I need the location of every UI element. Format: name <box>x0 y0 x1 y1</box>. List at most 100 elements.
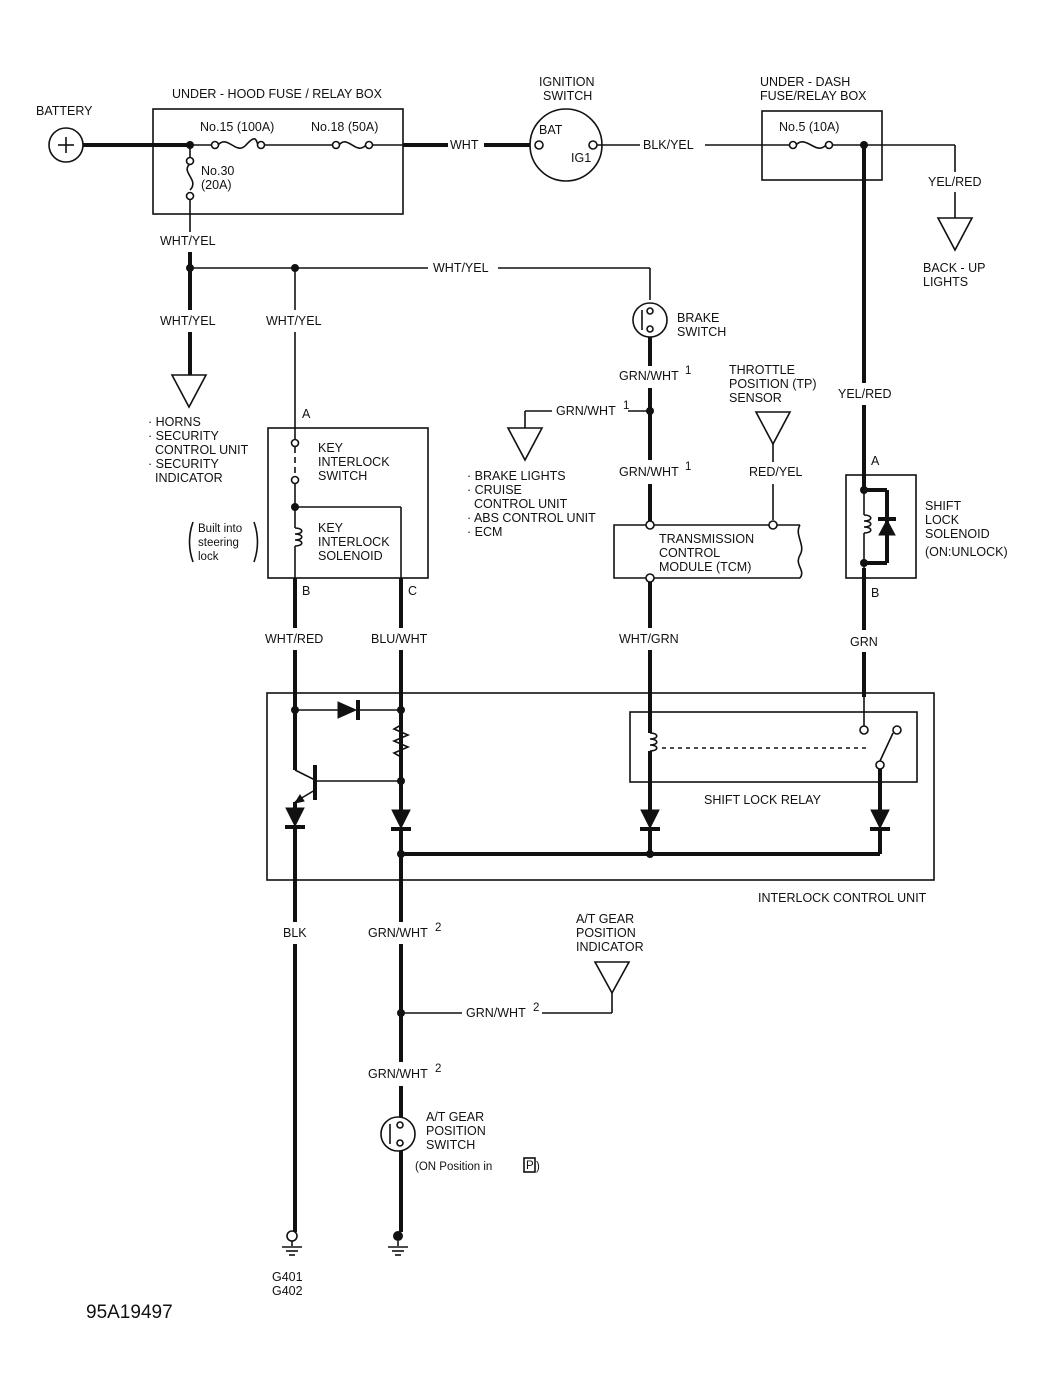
terminal-a-key: A <box>302 407 311 421</box>
svg-text:SOLENOID: SOLENOID <box>318 549 383 563</box>
horns-group-label: · HORNS · SECURITY CONTROL UNIT · SECURI… <box>148 415 249 485</box>
interlock-control-unit-label: INTERLOCK CONTROL UNIT <box>758 891 927 905</box>
shift-lock-relay-label: SHIFT LOCK RELAY <box>704 793 822 807</box>
ground-label-g402: G402 <box>272 1284 303 1298</box>
at-gear-indicator-connector <box>593 961 631 995</box>
ignition-title-2: SWITCH <box>543 89 592 103</box>
diode-relay-coil <box>640 809 660 830</box>
fuse-no30-label: No.30 <box>201 164 234 178</box>
key-interlock-solenoid-coil <box>294 527 303 547</box>
svg-text:· BRAKE LIGHTS: · BRAKE LIGHTS <box>467 469 566 483</box>
steering-note-1: Built into <box>198 523 242 535</box>
horns-connector <box>170 374 208 409</box>
svg-text:MODULE (TCM): MODULE (TCM) <box>659 560 751 574</box>
wire-label-grn-wht-2c: GRN/WHT <box>368 1067 428 1081</box>
svg-text:1: 1 <box>685 461 691 473</box>
figure-id: 95A19497 <box>86 1302 173 1323</box>
svg-text:SHIFT: SHIFT <box>925 499 961 513</box>
svg-text:SWITCH: SWITCH <box>426 1138 475 1152</box>
wire-label-blk: BLK <box>283 926 307 940</box>
svg-text:2: 2 <box>533 1002 539 1014</box>
wire-label-blu-wht: BLU/WHT <box>371 632 428 646</box>
svg-text:CONTROL UNIT: CONTROL UNIT <box>474 497 568 511</box>
brake-lights-connector <box>506 427 544 462</box>
fuse-no30-rating: (20A) <box>201 178 232 192</box>
ground-at-switch <box>388 1231 408 1256</box>
svg-text:INTERLOCK: INTERLOCK <box>318 455 390 469</box>
under-dash-label-2: FUSE/RELAY BOX <box>760 89 867 103</box>
wire-label-grn-wht-2b: GRN/WHT <box>466 1006 526 1020</box>
svg-text:A/T GEAR: A/T GEAR <box>426 1110 484 1124</box>
at-switch-outline <box>380 1116 416 1152</box>
terminal-b-solenoid: B <box>871 586 879 600</box>
ignition-switch: IGNITION SWITCH BAT IG1 <box>529 75 603 182</box>
svg-text:CONTROL UNIT: CONTROL UNIT <box>155 443 249 457</box>
terminal-c-key: C <box>408 584 417 598</box>
diode-relay-contact <box>870 809 890 830</box>
ignition-title-1: IGNITION <box>539 75 595 89</box>
under-hood-box-label: UNDER - HOOD FUSE / RELAY BOX <box>172 87 383 101</box>
control-unit-resistor <box>391 724 411 758</box>
wire-label-wht-red: WHT/RED <box>265 632 323 646</box>
fuse-no5-label: No.5 (10A) <box>779 120 839 134</box>
interlock-control-unit: INTERLOCK CONTROL UNIT SHIFT LOCK RELAY <box>266 692 935 905</box>
svg-text:· SECURITY: · SECURITY <box>148 429 220 443</box>
svg-text:· HORNS: · HORNS <box>148 415 201 429</box>
steering-note-2: steering <box>198 537 239 549</box>
under-hood-box-outline <box>152 108 404 215</box>
solenoid-diode <box>878 518 896 536</box>
wire-label-wht-yel-1: WHT/YEL <box>160 234 216 248</box>
svg-text:SENSOR: SENSOR <box>729 391 782 405</box>
at-gear-position-switch: A/T GEAR POSITION SWITCH (ON Position in… <box>380 1110 540 1173</box>
svg-text:1: 1 <box>685 365 691 377</box>
at-gear-indicator-label: A/T GEAR POSITION INDICATOR <box>576 912 644 954</box>
wire-label-wht-grn: WHT/GRN <box>619 632 679 646</box>
wire-label-blk-yel: BLK/YEL <box>643 138 694 152</box>
brake-group-label: · BRAKE LIGHTS · CRUISE CONTROL UNIT · A… <box>467 469 596 539</box>
key-interlock-assembly: A KEY INTERLOCK SWITCH KEY INTERLOCK SOL… <box>188 407 429 598</box>
wire-label-grn-wht-2a: GRN/WHT <box>368 926 428 940</box>
control-unit-diode-top <box>337 701 358 719</box>
battery: BATTERY <box>36 104 93 163</box>
svg-text:· SECURITY: · SECURITY <box>148 457 220 471</box>
back-up-lights-connector <box>936 217 974 252</box>
steering-note-3: lock <box>198 551 219 563</box>
steering-lock-box <box>267 427 429 579</box>
shift-lock-solenoid-coil <box>863 514 872 534</box>
shift-lock-solenoid: A SHIFT LOCK SOLENOID (ON:UNLOCK) B <box>845 454 1008 600</box>
svg-text:INTERLOCK: INTERLOCK <box>318 535 390 549</box>
svg-text:LOCK: LOCK <box>925 513 960 527</box>
tcm: TRANSMISSION CONTROL MODULE (TCM) <box>613 520 803 583</box>
svg-text:· ABS CONTROL UNIT: · ABS CONTROL UNIT <box>467 511 596 525</box>
svg-text:POSITION: POSITION <box>576 926 636 940</box>
ground-label-g401: G401 <box>272 1270 303 1284</box>
ground-g401 <box>282 1230 302 1256</box>
svg-text:POSITION: POSITION <box>426 1124 486 1138</box>
wire-label-grn-wht-1a: GRN/WHT <box>619 369 679 383</box>
svg-text:· CRUISE: · CRUISE <box>467 483 522 497</box>
svg-text:): ) <box>536 1161 540 1173</box>
tp-sensor-connector <box>754 411 792 446</box>
svg-text:INDICATOR: INDICATOR <box>576 940 644 954</box>
svg-text:1: 1 <box>623 400 629 412</box>
shift-lock-solenoid-box <box>845 474 917 579</box>
svg-text:INDICATOR: INDICATOR <box>155 471 223 485</box>
svg-text:THROTTLE: THROTTLE <box>729 363 795 377</box>
fuse-no18-label: No.18 (50A) <box>311 120 378 134</box>
battery-label: BATTERY <box>36 104 93 118</box>
svg-text:SWITCH: SWITCH <box>318 469 367 483</box>
terminal-b-key: B <box>302 584 310 598</box>
svg-text:SWITCH: SWITCH <box>677 325 726 339</box>
svg-text:(ON:UNLOCK): (ON:UNLOCK) <box>925 545 1008 559</box>
under-hood-fuse-box: UNDER - HOOD FUSE / RELAY BOX No.15 (100… <box>152 87 404 215</box>
svg-text:BRAKE: BRAKE <box>677 311 719 325</box>
wire-label-wht-yel-3: WHT/YEL <box>160 314 216 328</box>
svg-text:2: 2 <box>435 1063 441 1075</box>
diode-blk <box>285 807 305 828</box>
svg-text:POSITION (TP): POSITION (TP) <box>729 377 817 391</box>
fuse-no18-element <box>338 141 367 149</box>
back-up-lights-label-1: BACK - UP <box>923 261 986 275</box>
tcm-outline <box>613 524 803 579</box>
wire-label-wht: WHT <box>450 138 479 152</box>
